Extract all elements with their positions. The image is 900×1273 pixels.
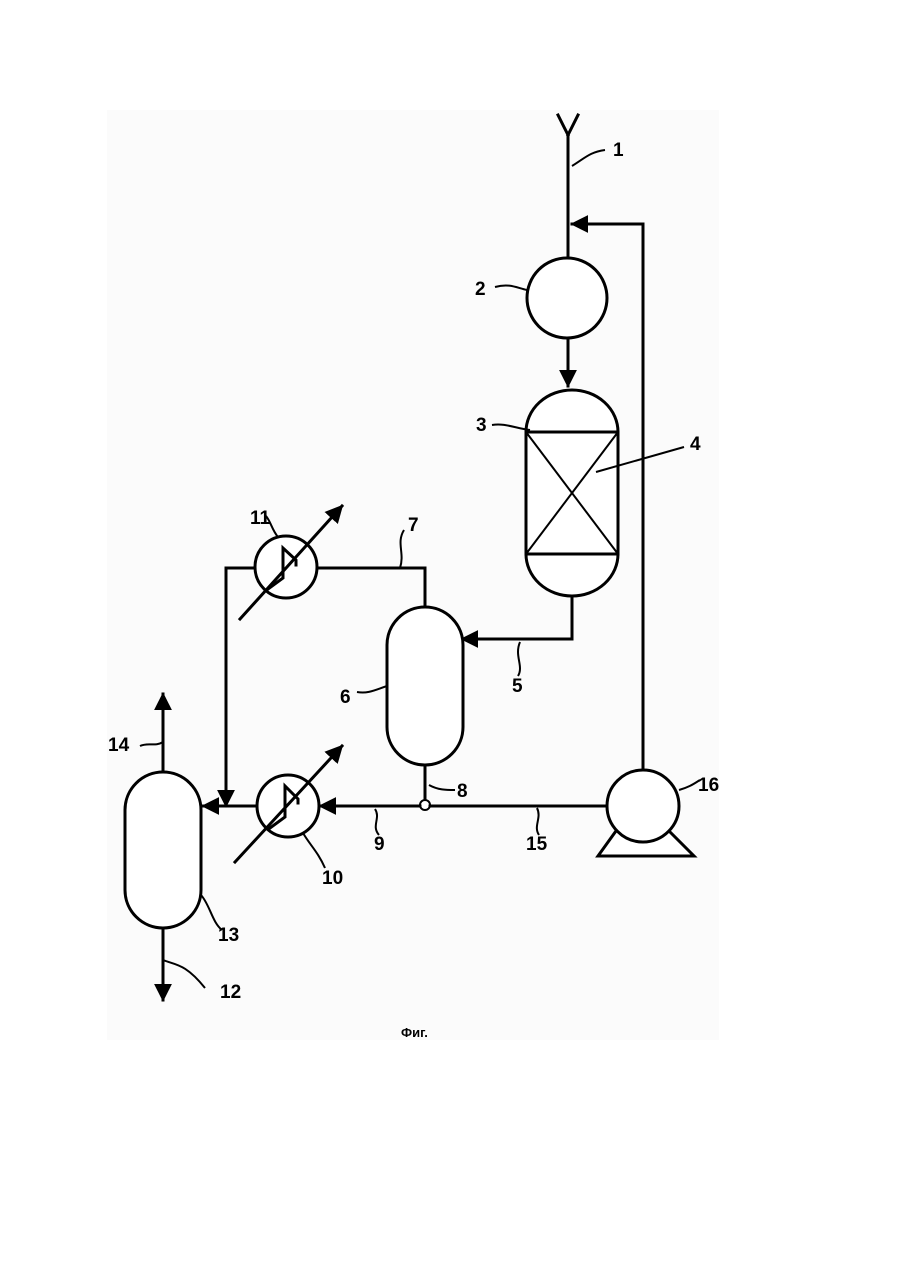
label-1: 1	[613, 140, 624, 161]
label-6: 6	[340, 687, 351, 708]
label-5: 5	[512, 676, 523, 697]
label-14: 14	[108, 735, 130, 756]
label-11: 11	[250, 508, 271, 529]
label-13: 13	[218, 925, 239, 946]
label-3: 3	[476, 415, 487, 436]
label-9: 9	[374, 834, 385, 855]
figure-caption: Фиг.	[401, 1025, 428, 1040]
label-8: 8	[457, 781, 468, 802]
label-2: 2	[475, 279, 486, 300]
label-16: 16	[698, 775, 719, 796]
label-12: 12	[220, 982, 241, 1003]
label-4: 4	[690, 434, 701, 455]
separator-6	[387, 607, 463, 765]
separator-13	[125, 772, 201, 928]
label-7: 7	[408, 515, 419, 536]
vessel-2	[527, 258, 607, 338]
label-15: 15	[526, 834, 548, 855]
label-10: 10	[322, 868, 343, 889]
